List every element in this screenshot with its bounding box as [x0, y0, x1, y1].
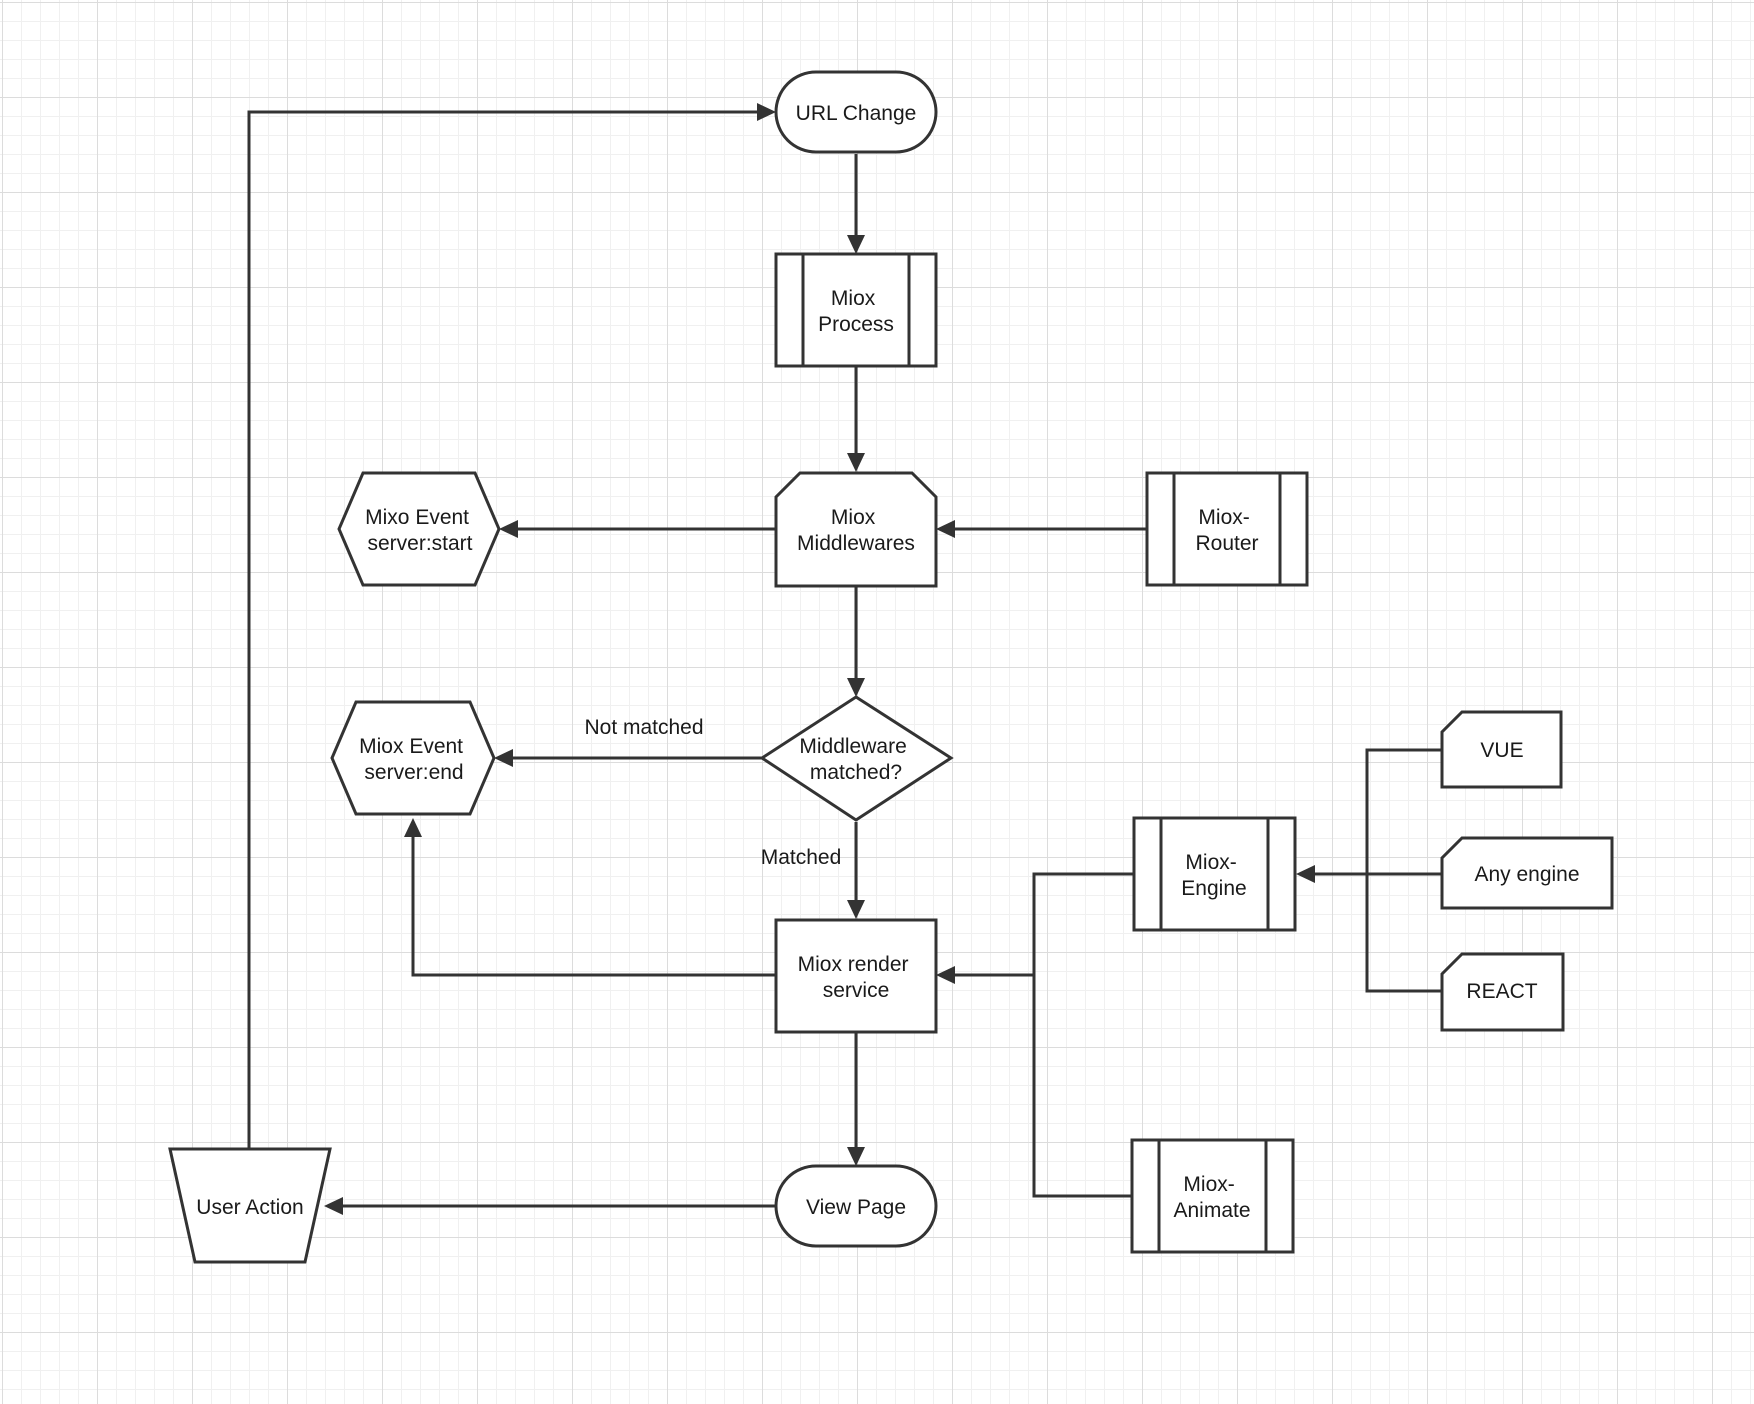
node-miox-animate[interactable]: Miox- Animate [1130, 1138, 1295, 1254]
arrowhead-event-end-bottom [404, 818, 422, 837]
node-miox-animate-label: Miox- Animate [1173, 1173, 1250, 1222]
node-any-engine[interactable]: Any engine [1440, 836, 1614, 910]
node-react[interactable]: REACT [1440, 952, 1565, 1032]
node-miox-engine-label: Miox- Engine [1181, 851, 1246, 900]
node-miox-process-label: Miox Process [818, 287, 894, 336]
node-miox-router[interactable]: Miox- Router [1145, 471, 1309, 587]
edge-label-not-matched: Not matched [584, 716, 703, 739]
node-view-page[interactable]: View Page [774, 1164, 938, 1248]
arrowhead-render [847, 900, 865, 919]
node-middleware-matched-label: Middleware matched? [799, 735, 912, 784]
node-vue-label: VUE [1480, 739, 1523, 762]
edges [247, 103, 1442, 1215]
node-miox-render-service[interactable]: Miox render service [774, 918, 938, 1034]
arrowhead-decision [847, 678, 865, 697]
node-url-change[interactable]: URL Change [774, 70, 938, 154]
node-miox-engine[interactable]: Miox- Engine [1132, 816, 1297, 932]
arrowhead-process [847, 235, 865, 254]
node-miox-process[interactable]: Miox Process [774, 252, 938, 368]
node-miox-middlewares-label: Miox Middlewares [797, 506, 915, 555]
arrowhead-middlewares-right [936, 520, 955, 538]
edge-user-action-to-url-change [247, 110, 760, 1149]
edge-engine-to-render [1032, 872, 1133, 1198]
node-url-change-label: URL Change [796, 102, 917, 125]
node-miox-event-end[interactable]: Miox Event server:end [330, 700, 496, 816]
node-user-action[interactable]: User Action [168, 1147, 332, 1264]
node-view-page-label: View Page [806, 1196, 906, 1219]
arrowhead-user-action [324, 1197, 343, 1215]
node-miox-router-label: Miox- Router [1195, 506, 1258, 555]
node-miox-event-end-label: Miox Event server:end [359, 735, 469, 784]
node-any-engine-label: Any engine [1474, 863, 1579, 886]
arrowhead-url-change [757, 103, 776, 121]
arrowhead-miox-engine [1296, 865, 1315, 883]
arrowhead-event-end [494, 749, 513, 767]
node-vue[interactable]: VUE [1440, 710, 1563, 789]
edge-label-matched: Matched [761, 846, 842, 869]
edge-render-to-event-end [411, 835, 775, 977]
edge-engines-to-miox-engine [1365, 748, 1442, 993]
node-mixo-event-start-label: Mixo Event server:start [365, 506, 475, 555]
node-mixo-event-start[interactable]: Mixo Event server:start [337, 471, 501, 587]
arrowhead-render-right [936, 966, 955, 984]
arrowhead-middlewares [847, 453, 865, 472]
node-middleware-matched[interactable]: Middleware matched? [759, 695, 954, 822]
arrowhead-view-page [847, 1147, 865, 1166]
node-user-action-label: User Action [196, 1196, 303, 1219]
node-miox-middlewares[interactable]: Miox Middlewares [774, 471, 938, 588]
node-miox-render-service-label: Miox render service [798, 953, 915, 1002]
node-react-label: REACT [1466, 980, 1537, 1003]
arrowhead-event-start [499, 520, 518, 538]
